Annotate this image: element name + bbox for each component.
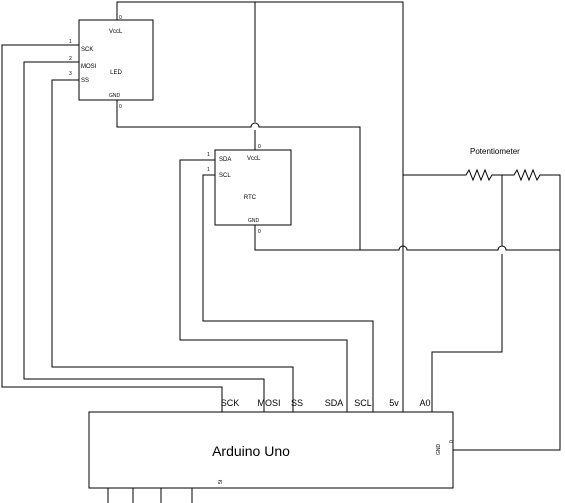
arduino-pin-mosi: MOSI [257, 398, 280, 408]
rtc-pin2-name: SCL [219, 173, 231, 179]
wire-potentiometer [403, 168, 561, 451]
arduino-pin-5v: 5v [389, 398, 399, 408]
arduino-pin-scl: SCL [354, 398, 372, 408]
wire-sck [1, 44, 223, 412]
arduino-pin-a0: A0 [419, 398, 430, 408]
led-box [78, 19, 154, 101]
rtc-gnd-num: 0 [258, 229, 261, 235]
arduino-pin-sck: SCK [221, 398, 240, 408]
led-vcc-num: 0 [119, 15, 122, 21]
rtc-module: RTC VccL 0 GND 0 1 SDA 1 SCL [207, 144, 292, 235]
led-gnd-num: 0 [119, 104, 122, 110]
rtc-pin1-name: SDA [219, 157, 231, 163]
wire-led-gnd [116, 100, 361, 250]
wire-rtc-gnd [254, 225, 560, 251]
rtc-label: RTC [244, 195, 257, 201]
rtc-vcc-label: VccL [247, 156, 261, 162]
led-label: LED [110, 70, 122, 76]
led-vcc-label: VccL [109, 29, 123, 35]
led-pin3-name: SS [81, 78, 89, 84]
led-pin2-name: MOSI [81, 64, 97, 70]
arduino-bottom-label: 5t [218, 479, 224, 484]
arduino-box [88, 411, 454, 489]
wire-wiper-a0 [431, 175, 503, 412]
rtc-vcc-num: 0 [258, 144, 261, 150]
rtc-pin1-num: 1 [207, 152, 210, 158]
led-pin2-num: 2 [69, 56, 72, 62]
arduino-pin-ss: SS [291, 398, 303, 408]
arduino-title: Arduino Uno [212, 443, 290, 459]
arduino-gnd-label: GND [436, 444, 442, 456]
arduino-board: Arduino Uno SCK MOSI SS SDA SCL 5v A0 GN… [88, 398, 455, 489]
arduino-gnd-num: 0 [449, 440, 455, 443]
wire-sda [179, 159, 348, 412]
rtc-gnd-label: GND [248, 218, 260, 224]
led-pin1-name: SCK [81, 47, 93, 53]
wire-mosi [23, 61, 265, 412]
potentiometer-label: Potentiometer [470, 147, 520, 156]
wire-ss [51, 79, 294, 412]
arduino-pin-sda: SDA [325, 398, 344, 408]
led-gnd-label: GND [109, 93, 121, 99]
led-module: LED VccL 0 GND 0 1 SCK 2 MOSI 3 SS [69, 15, 154, 110]
wire-scl [202, 174, 374, 412]
wire-arduino-bottom [107, 488, 193, 503]
led-pin3-num: 3 [69, 71, 72, 77]
rtc-pin2-num: 1 [207, 167, 210, 173]
led-pin1-num: 1 [69, 39, 72, 45]
rtc-box [214, 149, 292, 226]
wire-5v-rail [116, 1, 404, 415]
